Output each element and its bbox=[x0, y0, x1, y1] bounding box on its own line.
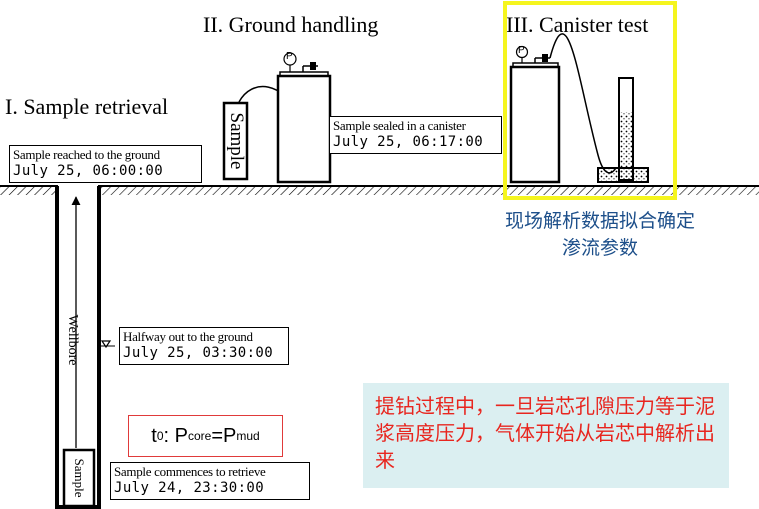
formula-p-core-sub: core bbox=[188, 429, 212, 443]
wellbore-label: Wellbore bbox=[65, 314, 80, 366]
ground-surface bbox=[0, 184, 759, 198]
stage-title-ground-handling: II. Ground handling bbox=[203, 12, 379, 37]
event-commences-title: Sample commences to retrieve bbox=[114, 464, 266, 479]
event-commences: Sample commences to retrieve July 24, 23… bbox=[110, 462, 310, 500]
sample-top-label: Sample bbox=[226, 112, 247, 170]
formula-t: t bbox=[151, 424, 157, 447]
formula-p-core: P bbox=[174, 424, 188, 447]
sample-bottom-label: Sample bbox=[72, 458, 87, 498]
stage-title-canister-test: III. Canister test bbox=[506, 12, 649, 37]
event-reached-ground-time: July 25, 06:00:00 bbox=[13, 163, 164, 179]
event-halfway-title: Halfway out to the ground bbox=[123, 329, 253, 344]
event-reached-ground: Sample reached to the ground July 25, 06… bbox=[9, 145, 202, 183]
event-commences-time: July 24, 23:30:00 bbox=[114, 480, 265, 496]
event-sealed-title: Sample sealed in a canister bbox=[333, 118, 466, 133]
gauge-letter-2: P bbox=[518, 45, 525, 56]
formula-equals: = bbox=[211, 424, 224, 447]
retrieval-desorption-note: 提钻过程中，一旦岩芯孔隙压力等于泥浆高度压力，气体开始从岩芯中解析出来 bbox=[363, 383, 729, 488]
event-halfway-time: July 25, 03:30:00 bbox=[123, 345, 274, 361]
event-sealed: Sample sealed in a canister July 25, 06:… bbox=[329, 116, 502, 154]
sample-core-top bbox=[222, 101, 249, 181]
sample-core-bottom bbox=[62, 448, 96, 508]
canister-sealed bbox=[276, 52, 332, 184]
formula-p-mud: P bbox=[223, 424, 237, 447]
stage-title-retrieval: I. Sample retrieval bbox=[5, 94, 169, 119]
event-reached-ground-title: Sample reached to the ground bbox=[13, 147, 160, 162]
formula-t-sub: 0 bbox=[156, 429, 164, 443]
canister-test-apparatus bbox=[509, 33, 649, 184]
mud-level-icon bbox=[99, 340, 115, 349]
event-sealed-time: July 25, 06:17:00 bbox=[333, 134, 484, 150]
formula-p-mud-sub: mud bbox=[236, 429, 260, 443]
formula-colon: : bbox=[163, 424, 175, 447]
canister-test-note: 现场解析数据拟合确定渗流参数 bbox=[504, 210, 695, 259]
gauge-letter-1: P bbox=[286, 51, 293, 62]
event-halfway: Halfway out to the ground July 25, 03:30… bbox=[119, 327, 289, 365]
canister-test-highlight bbox=[503, 1, 677, 200]
